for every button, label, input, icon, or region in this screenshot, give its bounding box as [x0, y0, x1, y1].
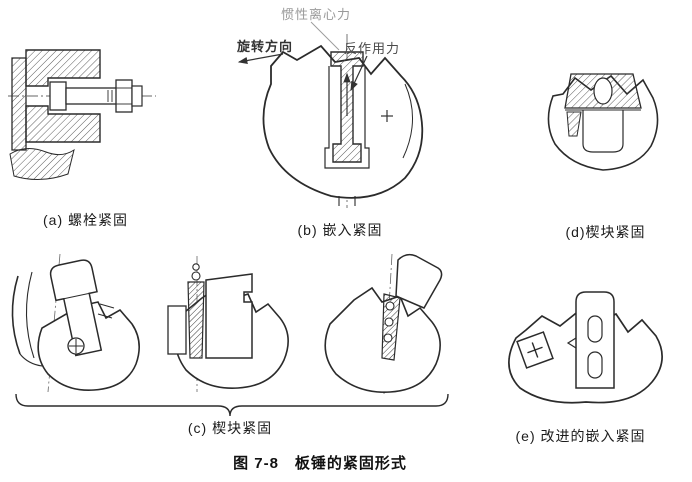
figure-e-label: (e) 改进的嵌入紧固 — [515, 428, 646, 444]
rotor-inner-arc — [402, 83, 414, 159]
hammer-slot-upper — [587, 315, 603, 343]
figure-caption: 图 7-8 板锤的紧固形式 — [233, 455, 407, 472]
rim-arc-inner — [25, 271, 35, 359]
retainer-block — [167, 305, 187, 355]
wedge-bolt-head — [191, 271, 201, 281]
hammer-plate — [205, 273, 253, 359]
reaction-force-arrow — [350, 55, 368, 92]
oval-hole — [593, 77, 613, 105]
bolt-nut — [115, 79, 133, 113]
wedge-bolts — [383, 301, 395, 343]
bolt-head — [49, 81, 67, 111]
figure-c2-drawing — [167, 256, 289, 392]
figure-e-drawing — [508, 291, 663, 404]
centrifugal-leader-line — [310, 21, 340, 51]
figure-d-label: (d)楔块紧固 — [565, 224, 646, 240]
figure-c1-drawing — [11, 253, 140, 393]
hammer-slot-lower — [587, 351, 603, 379]
figure-c-brace — [15, 393, 449, 417]
hammer-notch — [566, 337, 577, 349]
tilted-hammer-plate — [395, 253, 443, 309]
annotation-reaction-force: 反作用力 — [344, 41, 401, 56]
hammer-slot-outline — [324, 66, 370, 169]
clamp-upper-hatched — [25, 49, 101, 87]
rotor-wall-hatched — [11, 57, 27, 151]
figure-b-drawing — [237, 21, 424, 208]
side-wedge-hatched — [566, 111, 582, 137]
fracture-hatched — [9, 148, 75, 180]
center-plus-mark — [381, 110, 393, 122]
rotation-direction-arrow — [237, 53, 284, 65]
bottom-notch — [338, 196, 356, 206]
rim-fracture-line — [19, 353, 43, 367]
figure-a-drawing — [8, 49, 156, 180]
figure-c-label: (c) 楔块紧固 — [187, 420, 273, 436]
figure-a-label: (a) 螺栓紧固 — [43, 212, 128, 228]
figure-b-label: (b) 嵌入紧固 — [297, 222, 383, 238]
hammer-foot-outline — [582, 110, 624, 153]
annotation-rotation-direction: 旋转方向 — [237, 39, 294, 54]
wedge-bolt-top — [192, 263, 200, 271]
clamp-lower-hatched — [25, 105, 101, 143]
wedge-hatched — [187, 281, 205, 359]
annotation-centrifugal-force: 惯性离心力 — [281, 7, 352, 22]
rim-arc-outer — [11, 275, 21, 355]
slot-lines — [97, 303, 115, 319]
bolt-end — [131, 85, 143, 107]
hammer-plate — [49, 259, 103, 357]
figure-d-drawing — [547, 73, 659, 171]
wedge-end-view — [516, 331, 554, 369]
bolt-end-view — [67, 337, 85, 355]
figure-c3-drawing — [324, 253, 443, 395]
wedge-hatched — [381, 293, 401, 361]
